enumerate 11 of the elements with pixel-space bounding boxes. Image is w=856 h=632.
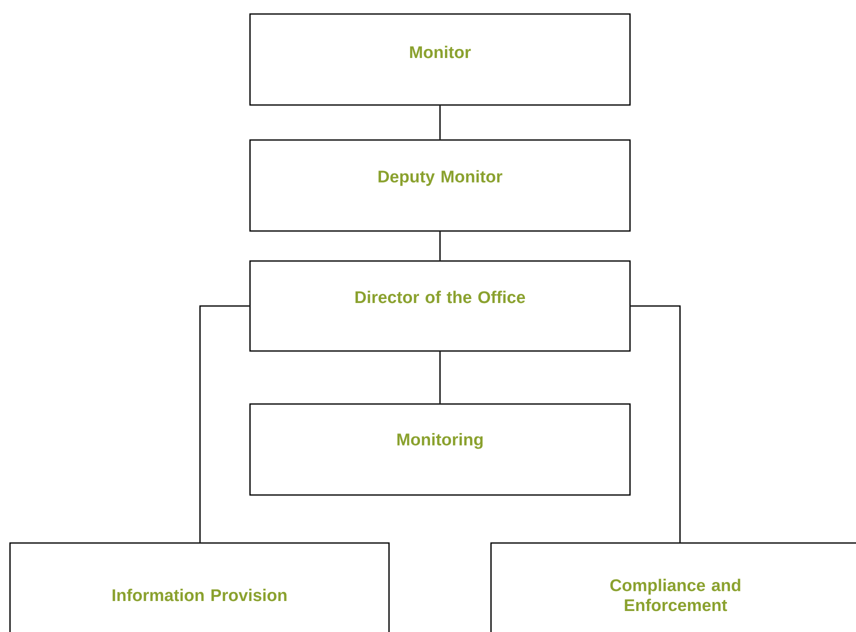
org-box: Monitor [249,13,631,106]
connector-line [439,232,441,260]
connector-line [439,352,441,404]
org-box: Information Provision [9,542,390,632]
org-box: Compliance and Enforcement [490,542,856,632]
org-box: Monitoring [249,403,631,496]
connector-line [439,106,441,140]
connector-line [199,305,250,542]
connector-line [630,305,681,542]
org-box: Director of the Office [249,260,631,352]
org-box: Deputy Monitor [249,139,631,232]
